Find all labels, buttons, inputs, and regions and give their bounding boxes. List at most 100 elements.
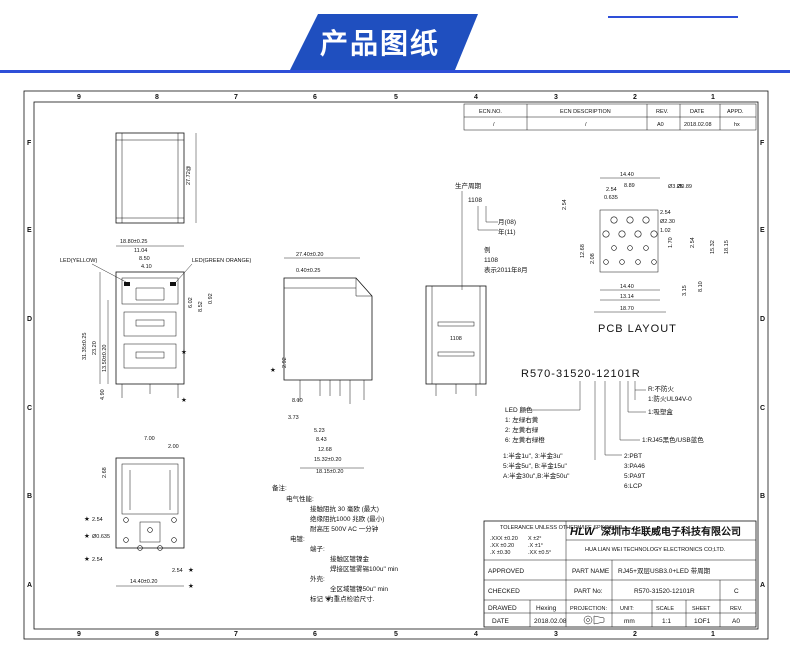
grid-col-8: 8: [155, 94, 159, 101]
pcb-dim-1-02: 1.02: [660, 228, 671, 234]
checked-label: CHECKED: [488, 588, 520, 595]
front-star-mark: ★: [181, 348, 187, 356]
pcb-hole: [610, 216, 618, 224]
bottom-dim-2-54-a: 2.54: [92, 517, 103, 523]
grid-row-b-right: B: [760, 493, 765, 500]
front-dim-width: 18.80±0.25: [120, 239, 148, 245]
led-yellow-label: LED(YELLOW): [60, 258, 97, 264]
front-dim-4-9: 4.90: [100, 389, 106, 400]
notes-shell-item: 全区域镀镍50u" min: [330, 584, 388, 593]
part-material-pa9t: 5:PA9T: [624, 473, 645, 480]
grid-col-4: 4: [474, 94, 478, 101]
grid-col-1-bottom: 1: [711, 631, 715, 638]
pcb-dim-left-2-54: 2.54: [562, 199, 568, 210]
bottom-star-b: ★: [84, 532, 90, 540]
pcb-dim-0-635: 0.635: [604, 195, 618, 201]
pcb-dim-left-2-08: 2.08: [590, 253, 596, 264]
pcb-hole: [627, 245, 633, 251]
grid-row-b: B: [27, 493, 32, 500]
bottom-dim-2-68: 2.68: [102, 467, 108, 478]
grid-column-labels-top: 9 8 7 6 5 4 3 2 1: [77, 94, 715, 101]
banner-tab: [290, 14, 478, 70]
side-dim-2-92: 2.92: [282, 357, 288, 368]
projection-symbol: [583, 615, 605, 625]
banner-accent-line: [608, 16, 738, 18]
side-star-mark: ★: [270, 366, 276, 374]
tolerance-xxx: .XXX ±0.20: [490, 536, 518, 542]
unit-label: UNIT:: [620, 606, 634, 612]
part-plating-1: 1:半金1u", 3:半金3u": [503, 451, 563, 460]
rear-date-code: 1108: [450, 336, 462, 342]
pcb-holes: [602, 216, 658, 265]
bottom-view-body: [115, 457, 185, 549]
front-dim-8: 8.50: [139, 256, 150, 262]
pcb-dim-2-30: Ø2.30: [660, 219, 675, 225]
grid-col-3-bottom: 3: [554, 631, 558, 638]
rear-view-body: [425, 285, 487, 385]
notes-shell-title: 外壳:: [310, 574, 325, 583]
pcb-hole: [611, 245, 617, 251]
bottom-pin: [137, 545, 143, 551]
tolerance-angle-dx: .X ±1°: [528, 543, 543, 549]
bottom-pin: [171, 537, 177, 543]
pcb-dim-right-3-15: 3.15: [682, 285, 688, 296]
pcb-dim-2-54: 2.54: [606, 187, 617, 193]
pcb-hole: [642, 216, 650, 224]
front-view: 18.80±0.25 11.04 8.50 4.10 LED(YELLOW) L…: [60, 239, 251, 404]
grid-col-2: 2: [633, 94, 637, 101]
bottom-pin: [123, 517, 129, 523]
pcb-dim-0-89: Ø0.89: [677, 184, 692, 190]
bottom-dim-2-54-c: 2.54: [172, 568, 183, 574]
notes-terminal-solder: 焊接区镀雾锡100u" min: [330, 564, 398, 573]
pcb-hole: [626, 216, 634, 224]
front-dim-8-52: 8.52: [198, 301, 204, 312]
side-view-body: [283, 277, 373, 381]
grid-row-d: D: [27, 316, 32, 323]
part-name-value: RJ45+双层USB3.0+LED 带周期: [618, 567, 711, 575]
usb-port-lower: [123, 343, 177, 369]
company-name-cn: 深圳市华联威电子科技有限公司: [601, 525, 741, 538]
rev-header-rev: REV.: [656, 109, 669, 115]
side-view: 27.40±0.20 0.40±0.25 2.92 ★ 8.10 3.73 5.…: [270, 252, 373, 475]
top-view: 27.72@: [115, 132, 197, 224]
banner-underline: [0, 70, 790, 73]
scale-label: SCALE: [656, 606, 674, 612]
bottom-pin: [157, 545, 163, 551]
approved-label: APPROVED: [488, 568, 524, 575]
pcb-dim-bottom-18-70: 18.70: [620, 306, 634, 312]
tolerance-xx: .XX ±0.20: [490, 543, 514, 549]
part-material-pbt: 2:PBT: [624, 453, 642, 460]
page-title: 产品图纸: [319, 27, 440, 60]
date-code-example-value: 1108: [484, 257, 498, 264]
front-view-body: [115, 271, 185, 385]
header-banner: 产品图纸: [0, 0, 790, 80]
pcb-hole: [634, 230, 642, 238]
pcb-hole: [602, 230, 610, 238]
grid-row-f: F: [27, 140, 32, 147]
front-dim-6: 6.02: [188, 297, 194, 308]
rev-header-ecn-desc: ECN DESCRIPTION: [560, 109, 611, 115]
grid-col-2-bottom: 2: [633, 631, 637, 638]
top-view-body: [115, 132, 185, 224]
notes: 备注: 电气性能: 接触阻抗 30 毫欧 (最大) 绝缘阻抗1000 兆欧 (最…: [272, 483, 398, 603]
notes-item-voltage: 耐高压 500V AC 一分钟: [310, 524, 379, 533]
tolerance-x: .X ±0.30: [490, 550, 510, 556]
part-name-label: PART NAME: [572, 568, 610, 575]
pcb-dim-left-12-68: 12.68: [580, 244, 586, 258]
grid-col-4-bottom: 4: [474, 631, 478, 638]
date-code-example-title: 例: [484, 245, 491, 254]
rev-header-date: DATE: [690, 109, 705, 115]
company-logo: HLW: [570, 526, 596, 538]
front-dim-23: 23.20: [92, 341, 98, 355]
rev-cell-ecn-no: /: [493, 122, 495, 128]
bottom-star-c: ★: [84, 555, 90, 563]
date-label: DATE: [492, 618, 510, 625]
front-dim-11: 11.04: [134, 248, 147, 254]
led-left: [124, 282, 130, 286]
part-opt-r-nonfire: R:不防火: [648, 384, 675, 393]
grid-col-7: 7: [234, 94, 238, 101]
scale-value: 1:1: [662, 618, 671, 625]
pcb-dim-3-25: Ø3.25: [668, 184, 683, 190]
bottom-view-pins: [123, 517, 177, 551]
revision-table: ECN.NO. ECN DESCRIPTION REV. DATE APPD. …: [463, 103, 757, 131]
